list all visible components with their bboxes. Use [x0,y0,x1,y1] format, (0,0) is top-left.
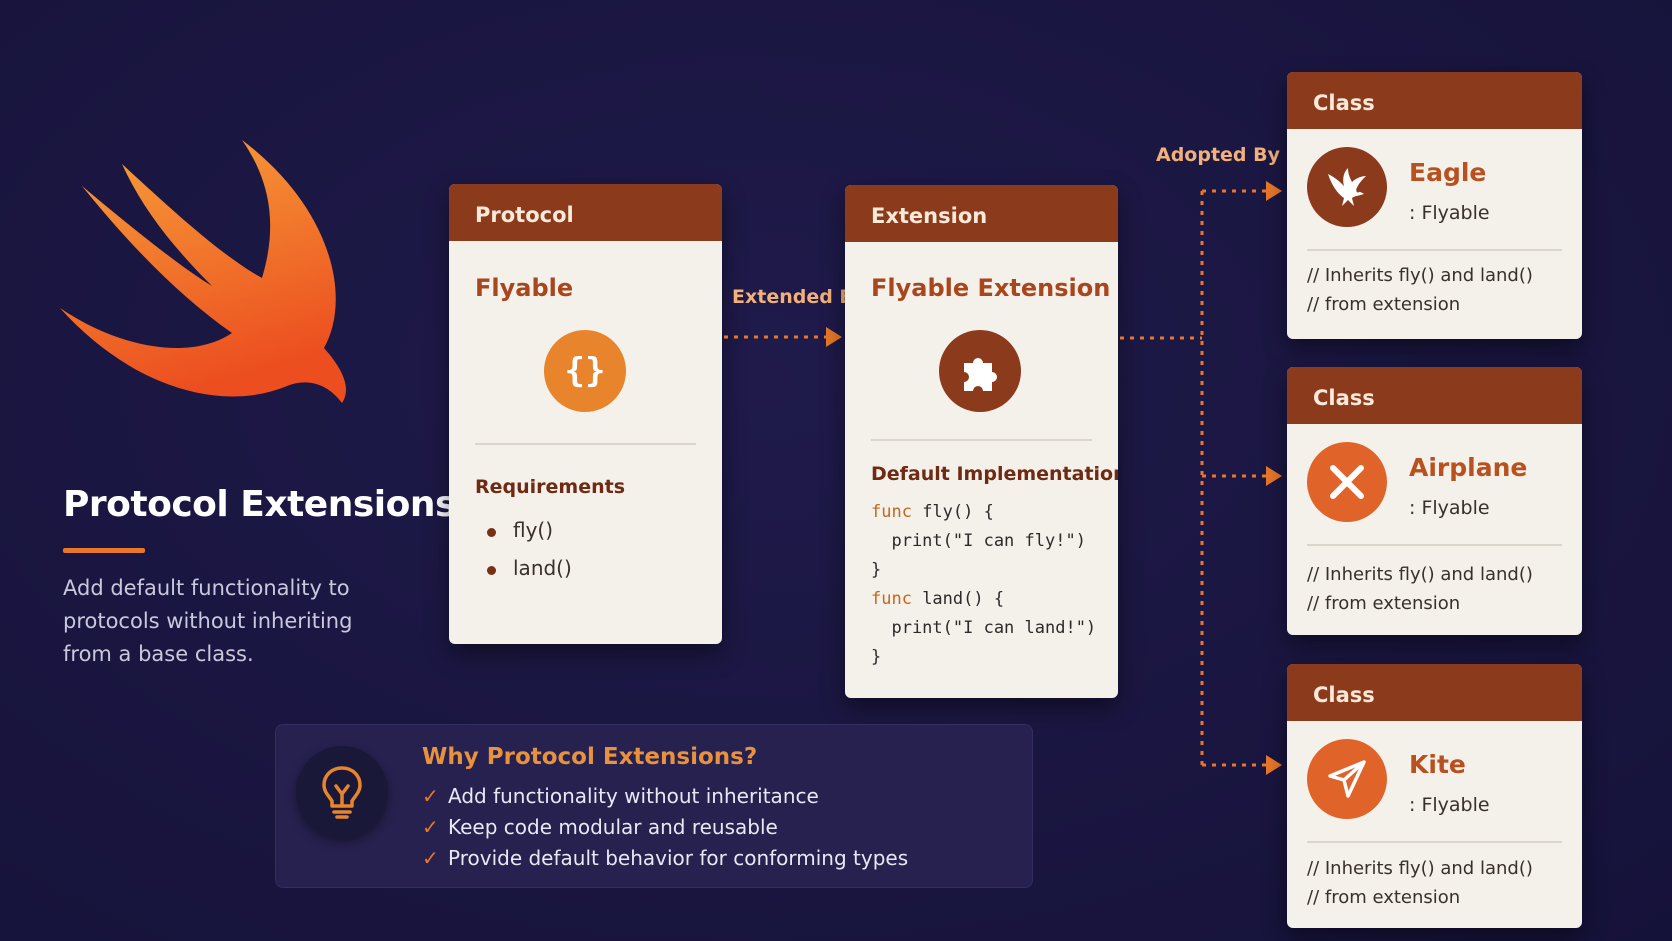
protocol-divider [475,443,696,445]
curly-braces-icon: {} [544,330,626,412]
code-text: fly() { [911,502,994,522]
page-description: Add default functionality to protocols w… [63,576,353,666]
adopted-by-arrows [1120,181,1282,775]
code-keyword: func [871,502,912,522]
code-text: land() { [911,589,1005,609]
title-underline [63,548,145,553]
eagle-icon [1307,147,1387,227]
code-block: func fly() { print("I can fly!") } func … [871,498,1096,672]
class-divider [1307,249,1562,251]
code-text: } [871,560,882,580]
class-card-airplane: Class Airplane : Flyable // Inherits fly… [1287,367,1582,635]
class-card-header: Class [1287,72,1582,129]
why-item: ✓ Provide default behavior for conforming… [422,846,908,870]
class-comment: // from extension [1307,593,1461,614]
puzzle-piece-icon [939,330,1021,412]
class-divider [1307,544,1562,546]
class-name: Eagle [1409,158,1487,187]
adopted-by-label: Adopted By [1156,144,1281,166]
requirement-item: fly() [513,518,554,542]
lightbulb-icon [296,746,388,838]
class-comment: // from extension [1307,294,1461,315]
code-text: print("I can land!") [871,618,1097,638]
requirement-bullet [487,566,496,575]
class-name: Airplane [1409,453,1528,482]
class-comment: // from extension [1307,887,1461,908]
why-item: ✓ Add functionality without inheritance [422,784,819,808]
extension-card: Extension Flyable Extension Default Impl… [845,185,1118,698]
class-conformance: : Flyable [1409,202,1490,224]
class-card-header: Class [1287,367,1582,424]
airplane-icon [1307,442,1387,522]
paper-plane-icon [1307,739,1387,819]
class-comment: // Inherits fly() and land() [1307,564,1533,585]
protocol-name: Flyable [475,274,574,302]
checkmark-icon: ✓ [422,784,439,808]
class-card-eagle: Class Eagle : Flyable // Inherits fly() … [1287,72,1582,339]
why-item-text: Provide default behavior for conforming … [448,846,909,870]
class-comment: // Inherits fly() and land() [1307,858,1533,879]
class-card-header: Class [1287,664,1582,721]
checkmark-icon: ✓ [422,815,439,839]
code-text: } [871,647,882,667]
protocol-card: Protocol Flyable {} Requirements fly() l… [449,184,722,644]
class-divider [1307,841,1562,843]
class-conformance: : Flyable [1409,497,1490,519]
checkmark-icon: ✓ [422,846,439,870]
extension-card-header: Extension [845,185,1118,242]
extended-by-arrow [724,327,842,347]
why-item-text: Add functionality without inheritance [448,784,819,808]
extension-divider [871,439,1092,441]
why-item-text: Keep code modular and reusable [448,815,778,839]
code-keyword: func [871,589,912,609]
extension-name: Flyable Extension [871,274,1111,302]
class-conformance: : Flyable [1409,794,1490,816]
class-card-kite: Class Kite : Flyable // Inherits fly() a… [1287,664,1582,928]
why-title: Why Protocol Extensions? [422,744,758,770]
requirement-item: land() [513,556,572,580]
protocol-card-header: Protocol [449,184,722,241]
class-name: Kite [1409,750,1466,779]
requirement-bullet [487,528,496,537]
page-title: Protocol Extensions [63,484,456,525]
requirements-label: Requirements [475,476,626,498]
extended-by-label: Extended By [732,286,867,308]
default-implementations-label: Default Implementations [871,463,1118,485]
why-panel [275,724,1033,888]
code-text: print("I can fly!") [871,531,1086,551]
class-comment: // Inherits fly() and land() [1307,265,1533,286]
swift-logo [60,140,346,403]
why-item: ✓ Keep code modular and reusable [422,815,778,839]
